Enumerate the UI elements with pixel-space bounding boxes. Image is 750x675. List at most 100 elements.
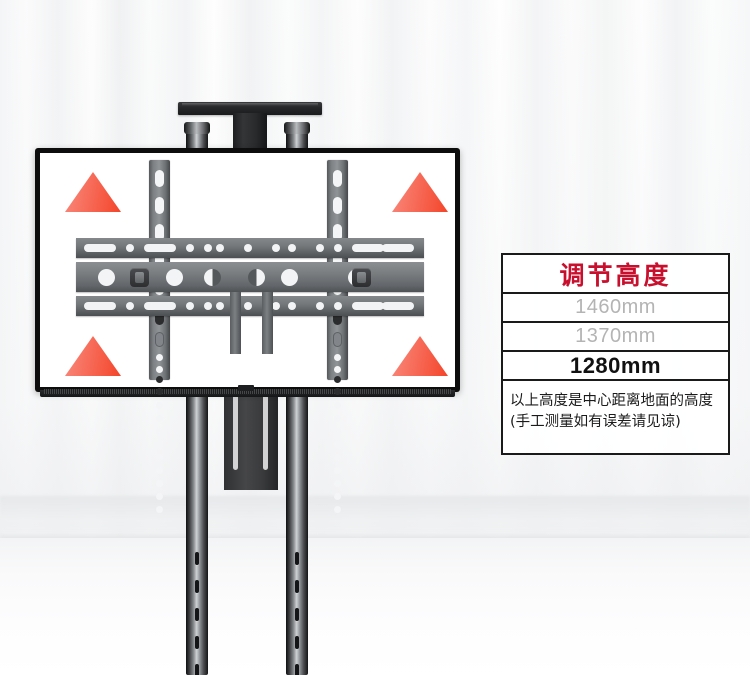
height-value-2: 1370mm [575, 325, 656, 347]
bar-hole [126, 244, 134, 252]
bar-slot [144, 244, 176, 252]
rail-hole [334, 415, 341, 422]
rail-hole [334, 454, 341, 461]
rail-hole [334, 441, 341, 448]
bar-slot [352, 302, 384, 310]
rail-hole [156, 354, 163, 361]
mount-lock-knob-left [130, 268, 149, 287]
bar-hole [288, 302, 296, 310]
height-value-3: 1280mm [569, 352, 662, 378]
rail-slot-dark [155, 310, 164, 325]
rail-hole [334, 366, 341, 373]
rail-slot [155, 224, 164, 241]
bar-large-hole-half [204, 269, 221, 286]
rail-hole [156, 428, 163, 435]
rail-hole [156, 506, 163, 513]
pole-height-slot [295, 552, 299, 565]
mount-arm-left [230, 292, 241, 354]
rail-slot [155, 197, 164, 214]
bar-hole [244, 244, 252, 252]
mount-horizontal-bar-middle [76, 262, 424, 292]
bar-hole [204, 244, 212, 252]
tv-logo-badge [238, 385, 254, 391]
pole-cap-right [284, 122, 310, 134]
rail-hole [156, 467, 163, 474]
height-value-1: 1460mm [575, 296, 656, 318]
rail-hole [156, 441, 163, 448]
pole-cap-left [184, 122, 210, 134]
rail-hole [156, 366, 163, 373]
pole-height-slot [295, 608, 299, 621]
table-row-active: 1280mm [503, 352, 728, 381]
pole-height-slot [195, 552, 199, 565]
bar-large-hole-half [248, 269, 265, 286]
rail-hole [334, 493, 341, 500]
pole-height-slot [195, 664, 199, 675]
table-note-row: 以上高度是中心距离地面的高度(手工测量如有误差请见谅) [503, 381, 728, 443]
rail-hole [334, 480, 341, 487]
mount-horizontal-bar-top [76, 238, 424, 258]
bar-slot [382, 302, 414, 310]
rail-slot [333, 251, 342, 268]
rail-hole-dark [156, 376, 163, 383]
rail-hole [156, 415, 163, 422]
table-note: 以上高度是中心距离地面的高度(手工测量如有误差请见谅) [510, 392, 713, 430]
pole-height-slot [195, 580, 199, 593]
rail-slot-light [333, 332, 342, 347]
bar-slot [84, 244, 116, 252]
bar-hole [334, 244, 342, 252]
bar-hole [272, 302, 280, 310]
bar-slot [382, 244, 414, 252]
bar-hole [288, 244, 296, 252]
mount-lock-knob-right [352, 268, 371, 287]
rail-hole [334, 402, 341, 409]
bar-slot [352, 244, 384, 252]
pole-height-slot [295, 664, 299, 675]
rail-hole [334, 467, 341, 474]
rail-slot [333, 170, 342, 187]
table-title: 调节高度 [559, 260, 672, 290]
floor-surface [0, 538, 750, 675]
rail-hole [156, 493, 163, 500]
pole-height-slot [295, 636, 299, 649]
bar-hole [186, 302, 194, 310]
shelf-neck [233, 113, 267, 151]
bar-slot [144, 302, 176, 310]
rail-hole [334, 506, 341, 513]
rail-slot [155, 251, 164, 268]
mount-arm-right [262, 292, 273, 354]
bar-hole [126, 302, 134, 310]
height-spec-table: 调节高度 1460mm 1370mm 1280mm 以上高度是中心距离地面的高度… [501, 253, 730, 455]
bar-hole [186, 244, 194, 252]
table-row: 1460mm [503, 294, 728, 323]
bar-hole [316, 244, 324, 252]
bar-hole [272, 244, 280, 252]
bar-hole [316, 302, 324, 310]
bar-large-hole [98, 269, 115, 286]
bar-hole [216, 244, 224, 252]
pole-height-slot [295, 580, 299, 593]
curtain-hem [0, 496, 750, 540]
rail-slot-light [155, 332, 164, 347]
rail-slot [155, 170, 164, 187]
bar-hole [334, 302, 342, 310]
bar-large-hole [281, 269, 298, 286]
tv-speaker-grille [44, 389, 451, 394]
rail-hole-dark [334, 376, 341, 383]
pole-height-slot [195, 608, 199, 621]
bar-hole [216, 302, 224, 310]
rail-hole-dark [334, 388, 341, 395]
rail-hole-dark [156, 388, 163, 395]
bar-slot [84, 302, 116, 310]
rail-hole [156, 454, 163, 461]
table-row: 1370mm [503, 323, 728, 352]
rail-hole [334, 354, 341, 361]
rail-hole [156, 402, 163, 409]
pole-height-slot [195, 636, 199, 649]
rail-slot-dark [333, 310, 342, 325]
bar-hole [204, 302, 212, 310]
bar-large-hole [166, 269, 183, 286]
rail-hole [334, 428, 341, 435]
rail-hole [156, 480, 163, 487]
